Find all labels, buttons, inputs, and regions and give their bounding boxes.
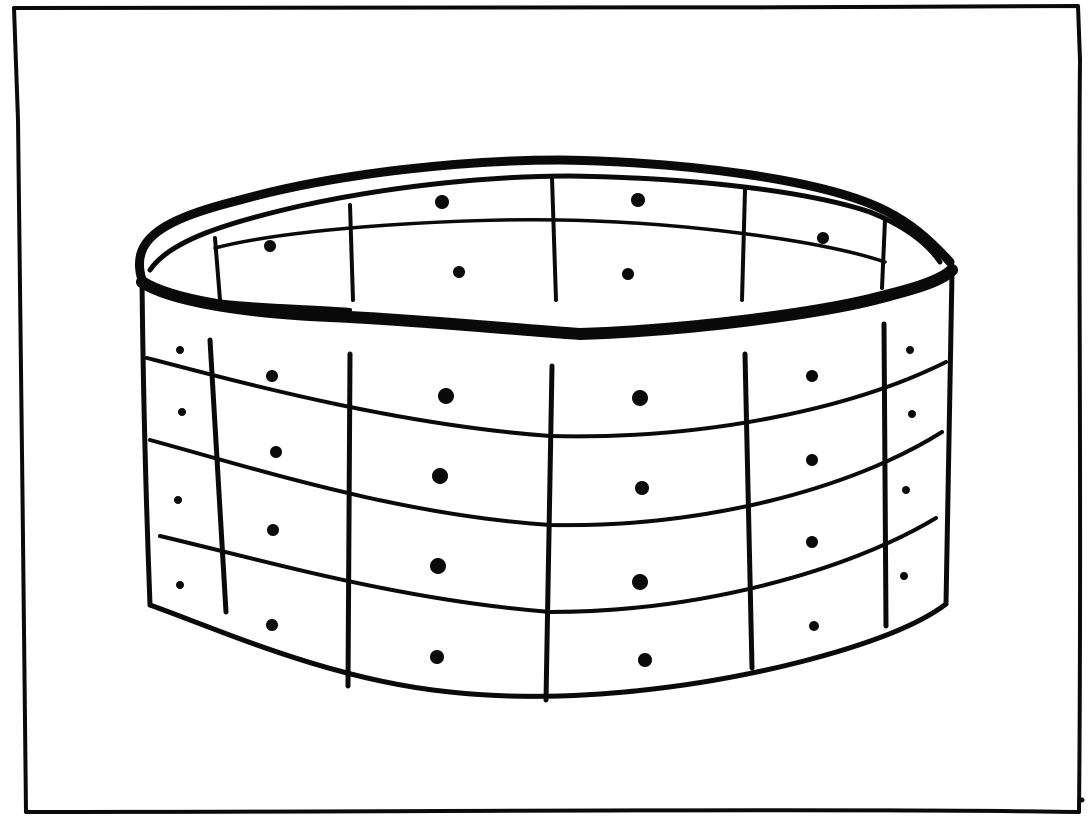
inner-dot [817,232,829,244]
dot [638,653,652,667]
dot [809,621,819,631]
dot [806,454,818,466]
cylinder-right-side [946,272,952,604]
dot [906,346,914,354]
inner-dot [631,193,645,207]
dot [806,536,818,548]
ink-speck [1080,798,1085,803]
dot [902,486,910,494]
dot [430,650,444,664]
dot [632,574,648,590]
inner-dot [453,266,465,278]
panel-line [210,340,226,612]
cylinder-left-side [142,282,150,605]
panel-line [348,354,350,686]
dot [267,524,279,536]
dot [266,370,278,382]
dot [174,496,182,504]
inner-wall-band-line [215,220,885,262]
dot [806,370,818,382]
inner-dot [435,195,449,209]
inner-vertical-line [350,205,353,300]
band-line [150,432,942,525]
inner-vertical-line [552,178,556,300]
inner-vertical-line [882,220,885,288]
dot [438,388,454,404]
inner-back-wall [215,178,885,300]
dot [178,408,186,416]
front-vertical-lines [210,324,886,700]
dot [176,346,184,354]
dot [270,446,282,458]
dot [632,390,648,406]
panel-line [745,354,752,668]
inner-vertical-line [742,190,745,300]
dot [635,481,649,495]
dot [430,558,446,574]
inner-dot [622,268,634,280]
dot [176,581,184,589]
panel-line [546,366,552,700]
dot [266,619,278,631]
dot [900,572,908,580]
panel-line [884,324,886,626]
inner-dot [264,240,276,252]
dot [908,410,916,418]
dot [432,468,448,484]
band-line [147,358,946,436]
